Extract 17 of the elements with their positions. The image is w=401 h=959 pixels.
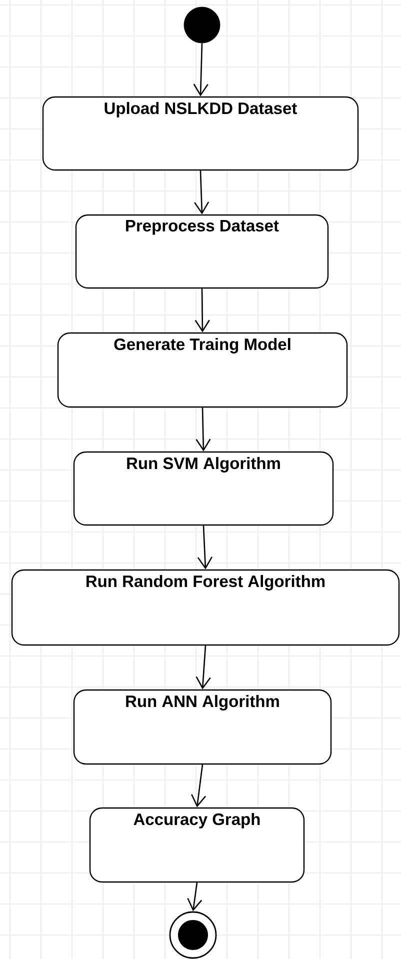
- arrow: [194, 288, 210, 332]
- arrow: [187, 882, 202, 912]
- action-box: Generate Traing Model: [57, 332, 348, 408]
- action-box: Run SVM Algorithm: [73, 451, 334, 526]
- action-box: Run Random Forest Algorithm: [11, 569, 400, 646]
- end-node: [169, 911, 217, 959]
- arrow: [194, 170, 210, 214]
- arrow: [196, 408, 211, 452]
- arrow: [191, 764, 206, 808]
- action-box: Upload NSLKDD Dataset: [42, 96, 359, 171]
- arrow: [196, 646, 211, 690]
- arrow: [197, 526, 212, 570]
- action-box: Accuracy Graph: [89, 807, 305, 883]
- start-node: [184, 6, 220, 44]
- action-box: Run ANN Algorithm: [73, 689, 332, 765]
- action-box: Preprocess Dataset: [75, 214, 329, 289]
- arrow: [193, 43, 208, 96]
